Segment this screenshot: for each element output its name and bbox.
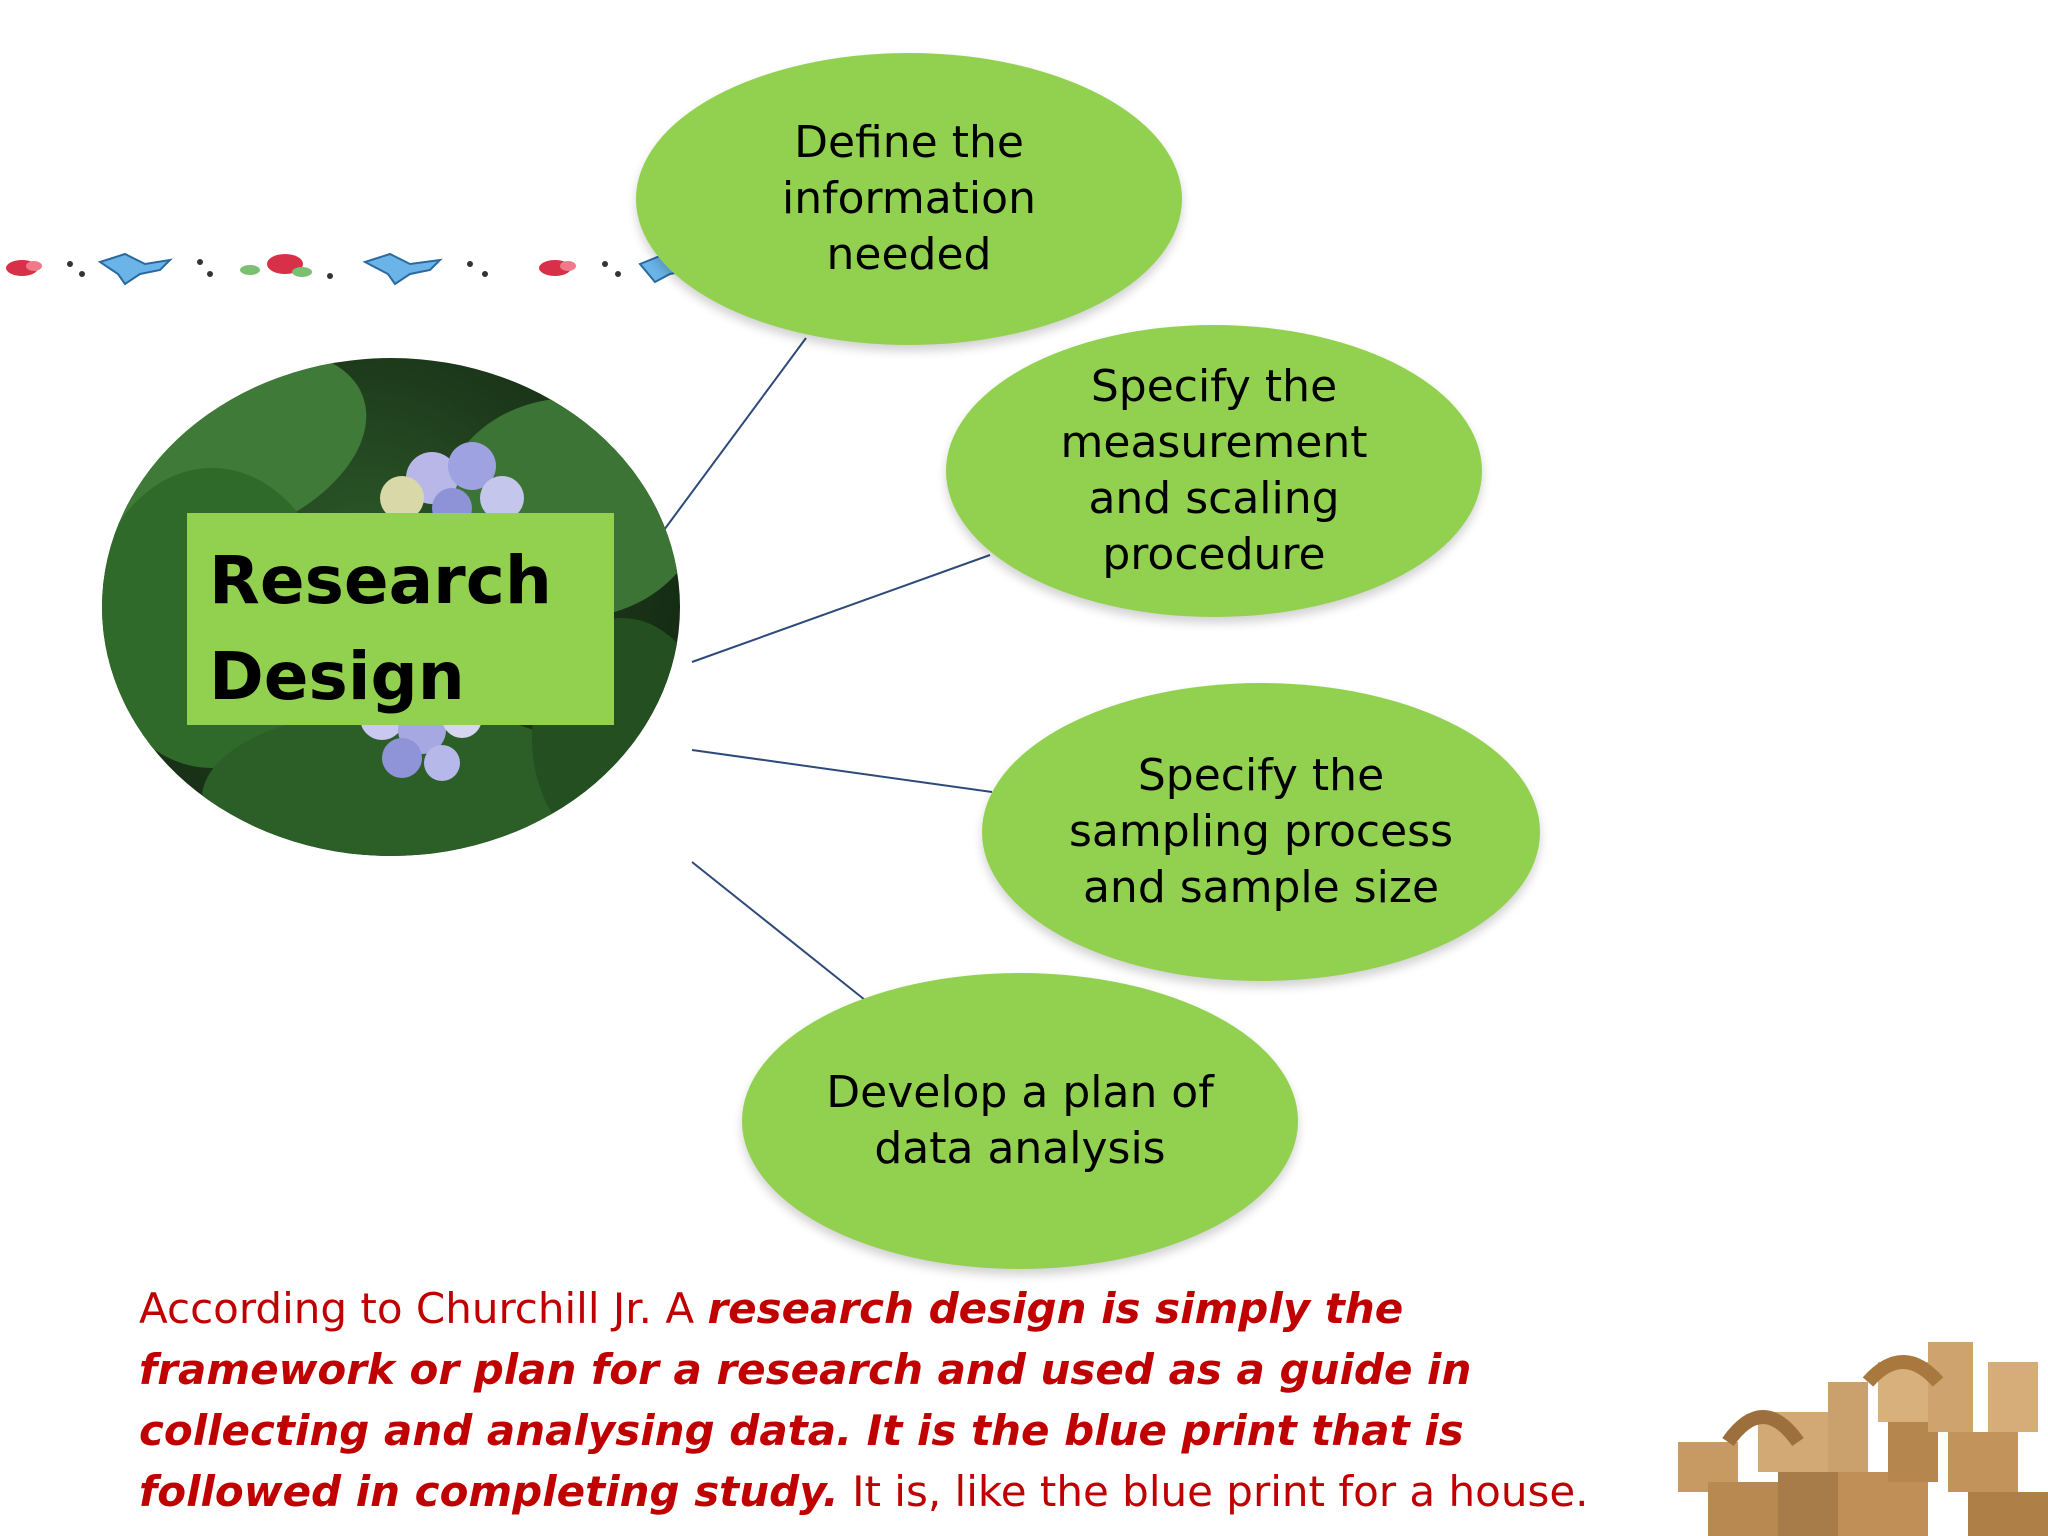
definition-outro: It is, like the blue print for a house.: [838, 1467, 1589, 1516]
node-data-analysis: Develop a plan of data analysis: [742, 973, 1298, 1269]
research-design-title: Research Design: [187, 513, 614, 725]
node-measurement-scaling: Specify the measurement and scaling proc…: [946, 325, 1482, 617]
definition-emphasis: research design is simply the framework …: [139, 1284, 1472, 1516]
connector-4: [691, 861, 866, 1001]
node-sampling-process: Specify the sampling process and sample …: [982, 683, 1540, 981]
connector-1: [663, 337, 807, 531]
connector-3: [691, 749, 993, 793]
definition-intro: According to Churchill Jr. A: [139, 1284, 708, 1333]
connector-2: [691, 554, 991, 663]
floral-bird-border-icon: [6, 252, 693, 286]
node-define-information: Define the information needed: [636, 53, 1182, 345]
definition-paragraph: According to Churchill Jr. A research de…: [139, 1278, 1659, 1522]
wooden-blocks-icon: [1678, 1342, 2048, 1536]
